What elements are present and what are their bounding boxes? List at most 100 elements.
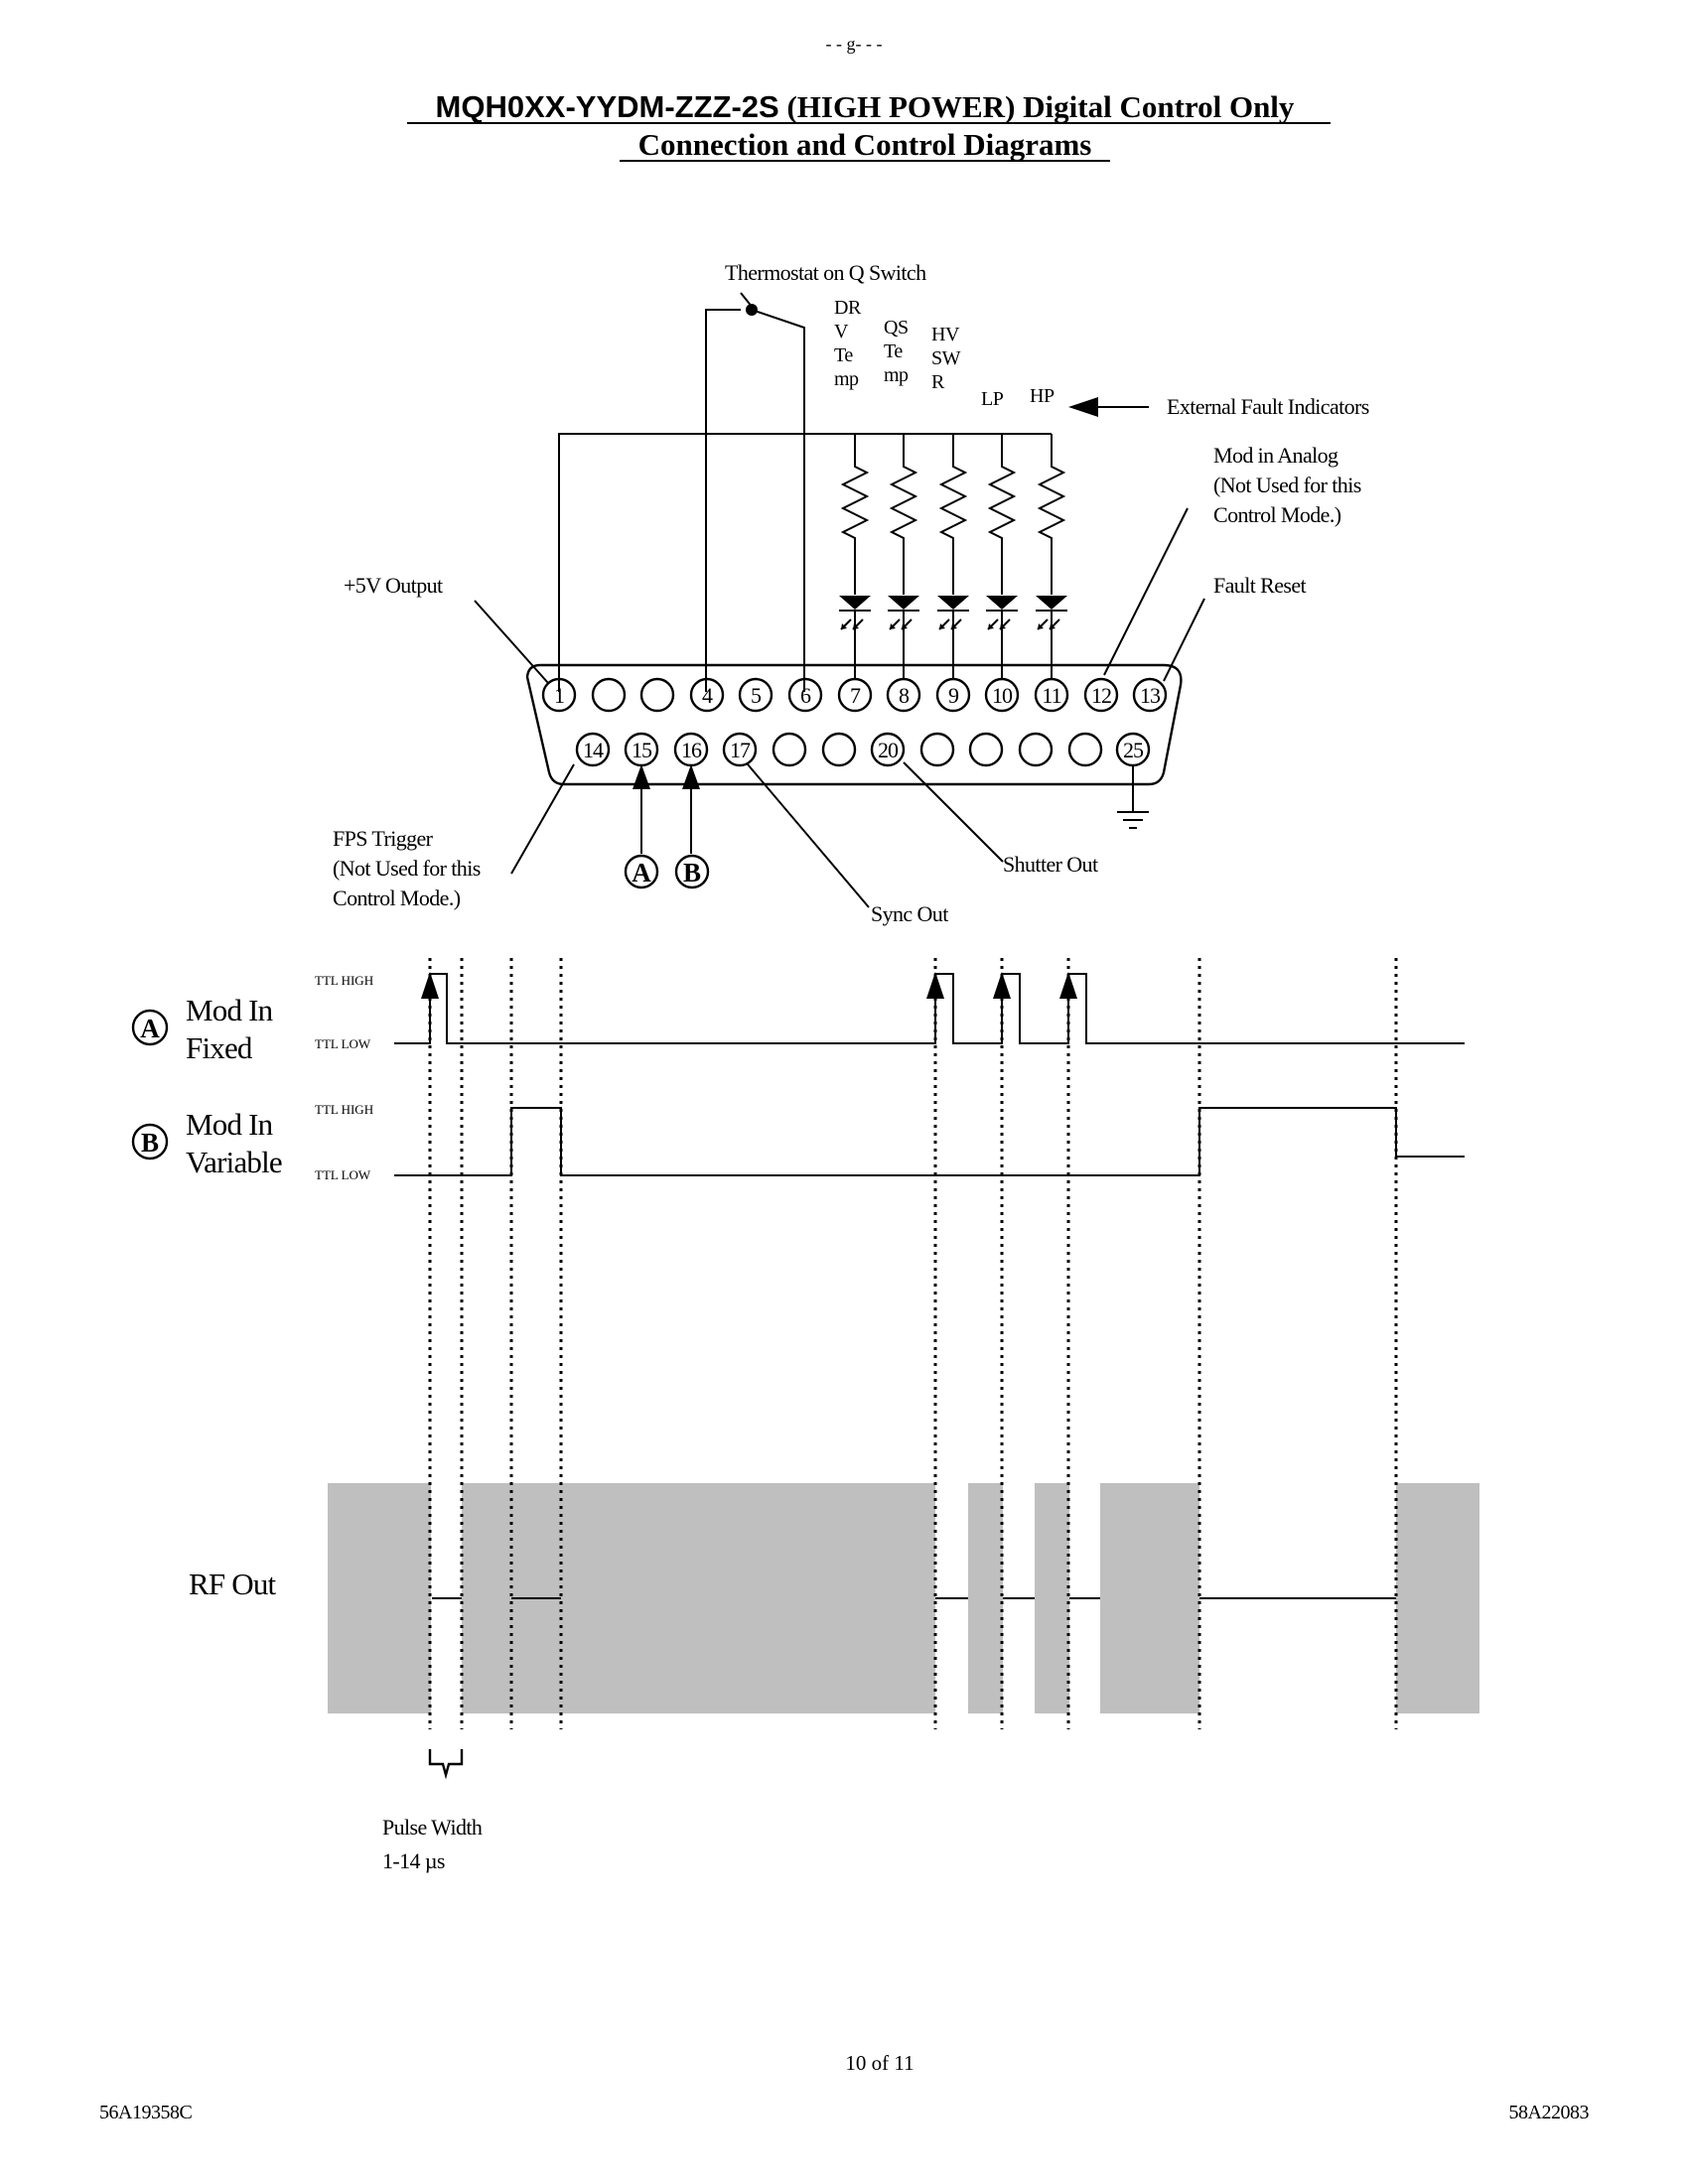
connector-pin-label: 25 [1123, 738, 1144, 762]
svg-text:mp: mp [884, 364, 909, 386]
timing-reference-lines [428, 958, 1398, 1729]
input-a-marker-text: A [632, 858, 651, 887]
led-resistor-branch [986, 434, 1018, 679]
connector-pin: 1 [541, 677, 577, 713]
connector-pin-label: 8 [899, 683, 910, 708]
connector-pin-label: 14 [583, 738, 604, 762]
connector-bottom-row: 14 15 16 17 20 25 [575, 732, 1151, 767]
connector-pin: 20 [870, 732, 906, 767]
input-b-arrow-head [682, 764, 700, 789]
connector-pin: 17 [722, 732, 758, 767]
mod-variable-waveform [394, 1107, 1465, 1176]
led-diode [937, 596, 969, 610]
shutter-out-label: Shutter Out [1003, 852, 1098, 877]
connector-pin: 4 [689, 677, 725, 713]
connector-pin: 13 [1132, 677, 1168, 713]
hv-swr-label: HV SW R [931, 324, 961, 393]
connector-pin [639, 677, 675, 713]
connector-pin-label: 15 [632, 738, 652, 762]
pulse-width-value: 1-14 µs [382, 1848, 445, 1873]
svg-text:HV: HV [931, 324, 960, 345]
connector-pin-label: 6 [800, 683, 811, 708]
led-diode [986, 596, 1018, 610]
page-number: 10 of 11 [845, 2051, 914, 2075]
mod-fixed-ttl-high: TTL HIGH [315, 973, 373, 988]
mod-fixed-label-line-2: Fixed [186, 1030, 253, 1065]
led-diode [888, 596, 919, 610]
svg-text:DR: DR [834, 297, 862, 319]
mod-fixed-label-line-1: Mod In [186, 993, 274, 1027]
input-b-marker [674, 854, 710, 889]
rf-on-block [561, 1483, 935, 1713]
svg-text:Mod in Analog: Mod in Analog [1213, 443, 1338, 468]
mod-variable-ttl-high: TTL HIGH [315, 1102, 373, 1117]
connector-pin [591, 677, 627, 713]
led-diode [839, 596, 871, 610]
external-fault-arrow-head [1068, 397, 1098, 417]
connector-pin: 25 [1115, 732, 1151, 767]
led-diode [1036, 596, 1067, 610]
svg-text:FPS Trigger: FPS Trigger [333, 826, 434, 851]
mod-fixed-trigger-arrow-3 [993, 972, 1011, 999]
connector-pin: 6 [787, 677, 823, 713]
title-line-2: Connection and Control Diagrams [638, 127, 1092, 162]
connector-pin: 15 [624, 732, 659, 767]
title-model-number: MQH0XX-YYDM-ZZZ-2S [436, 89, 779, 124]
title-line-1: MQH0XX-YYDM-ZZZ-2S (HIGH POWER) Digital … [436, 89, 1295, 124]
connector-pin [1067, 732, 1103, 767]
sync-out-leader [747, 763, 870, 908]
mod-fixed-waveform [394, 973, 1465, 1044]
hp-label: HP [1030, 385, 1055, 407]
svg-text:R: R [931, 371, 945, 393]
connector-pin-label: 13 [1140, 683, 1161, 708]
svg-text:Te: Te [834, 344, 853, 366]
connector-pin: 7 [837, 677, 873, 713]
connector-pin: 5 [738, 677, 774, 713]
rf-on-block [1396, 1483, 1479, 1713]
mod-in-analog-label: Mod in Analog (Not Used for this Control… [1213, 443, 1361, 527]
rf-on-block [328, 1483, 431, 1713]
led-branches [839, 434, 1067, 679]
mod-fixed-trigger-arrow-2 [926, 972, 944, 999]
fault-reset-leader [1163, 598, 1205, 682]
rf-on-block [968, 1483, 1003, 1713]
svg-text:Control Mode.): Control Mode.) [1213, 502, 1341, 527]
connector-pin-label: 5 [751, 683, 762, 708]
led-resistor-branch [839, 434, 871, 679]
connector-pin-label: 11 [1042, 683, 1060, 708]
rf-out-blocks [328, 1483, 1479, 1713]
connector-pin [772, 732, 807, 767]
led-resistor-branch [1036, 434, 1067, 679]
plus5v-output-leader [474, 600, 549, 684]
connector-pin-label: 20 [878, 738, 899, 762]
mod-fixed-ttl-low: TTL LOW [315, 1036, 371, 1051]
mod-variable-label-line-1: Mod In [186, 1107, 274, 1142]
thermostat-label: Thermostat on Q Switch [725, 260, 926, 285]
pulse-width-bracket [428, 1749, 464, 1780]
sync-out-label: Sync Out [871, 901, 948, 926]
svg-text:(Not Used for this: (Not Used for this [1213, 473, 1361, 497]
ground-symbol [1117, 765, 1149, 829]
svg-text:V: V [834, 321, 849, 342]
mod-fixed-trigger-arrow-1 [421, 972, 439, 999]
mod-in-analog-leader [1103, 507, 1189, 676]
connector-pin [968, 732, 1004, 767]
input-b-marker-text: B [683, 858, 701, 887]
connector-pin-label: 10 [992, 683, 1013, 708]
plus5v-output-label: +5V Output [344, 573, 443, 598]
connector-pin: 11 [1034, 677, 1069, 713]
mod-fixed-marker [131, 1009, 169, 1046]
thermostat-wire-pin4 [705, 309, 741, 692]
mod-variable-label-line-2: Variable [186, 1145, 282, 1179]
connection-diagram: Thermostat on Q Switch DR V Te mp QS Te … [333, 260, 1369, 926]
connector-pin: 12 [1083, 677, 1119, 713]
connector-pin-label: 4 [702, 683, 713, 708]
footer-right-code: 58A22083 [1509, 2102, 1590, 2123]
fps-trigger-label: FPS Trigger (Not Used for this Control M… [333, 826, 481, 910]
connector-pin-label: 16 [681, 738, 702, 762]
connector-pin-label: 12 [1091, 683, 1111, 708]
page-top-fragment: - - g- - - [826, 34, 883, 54]
